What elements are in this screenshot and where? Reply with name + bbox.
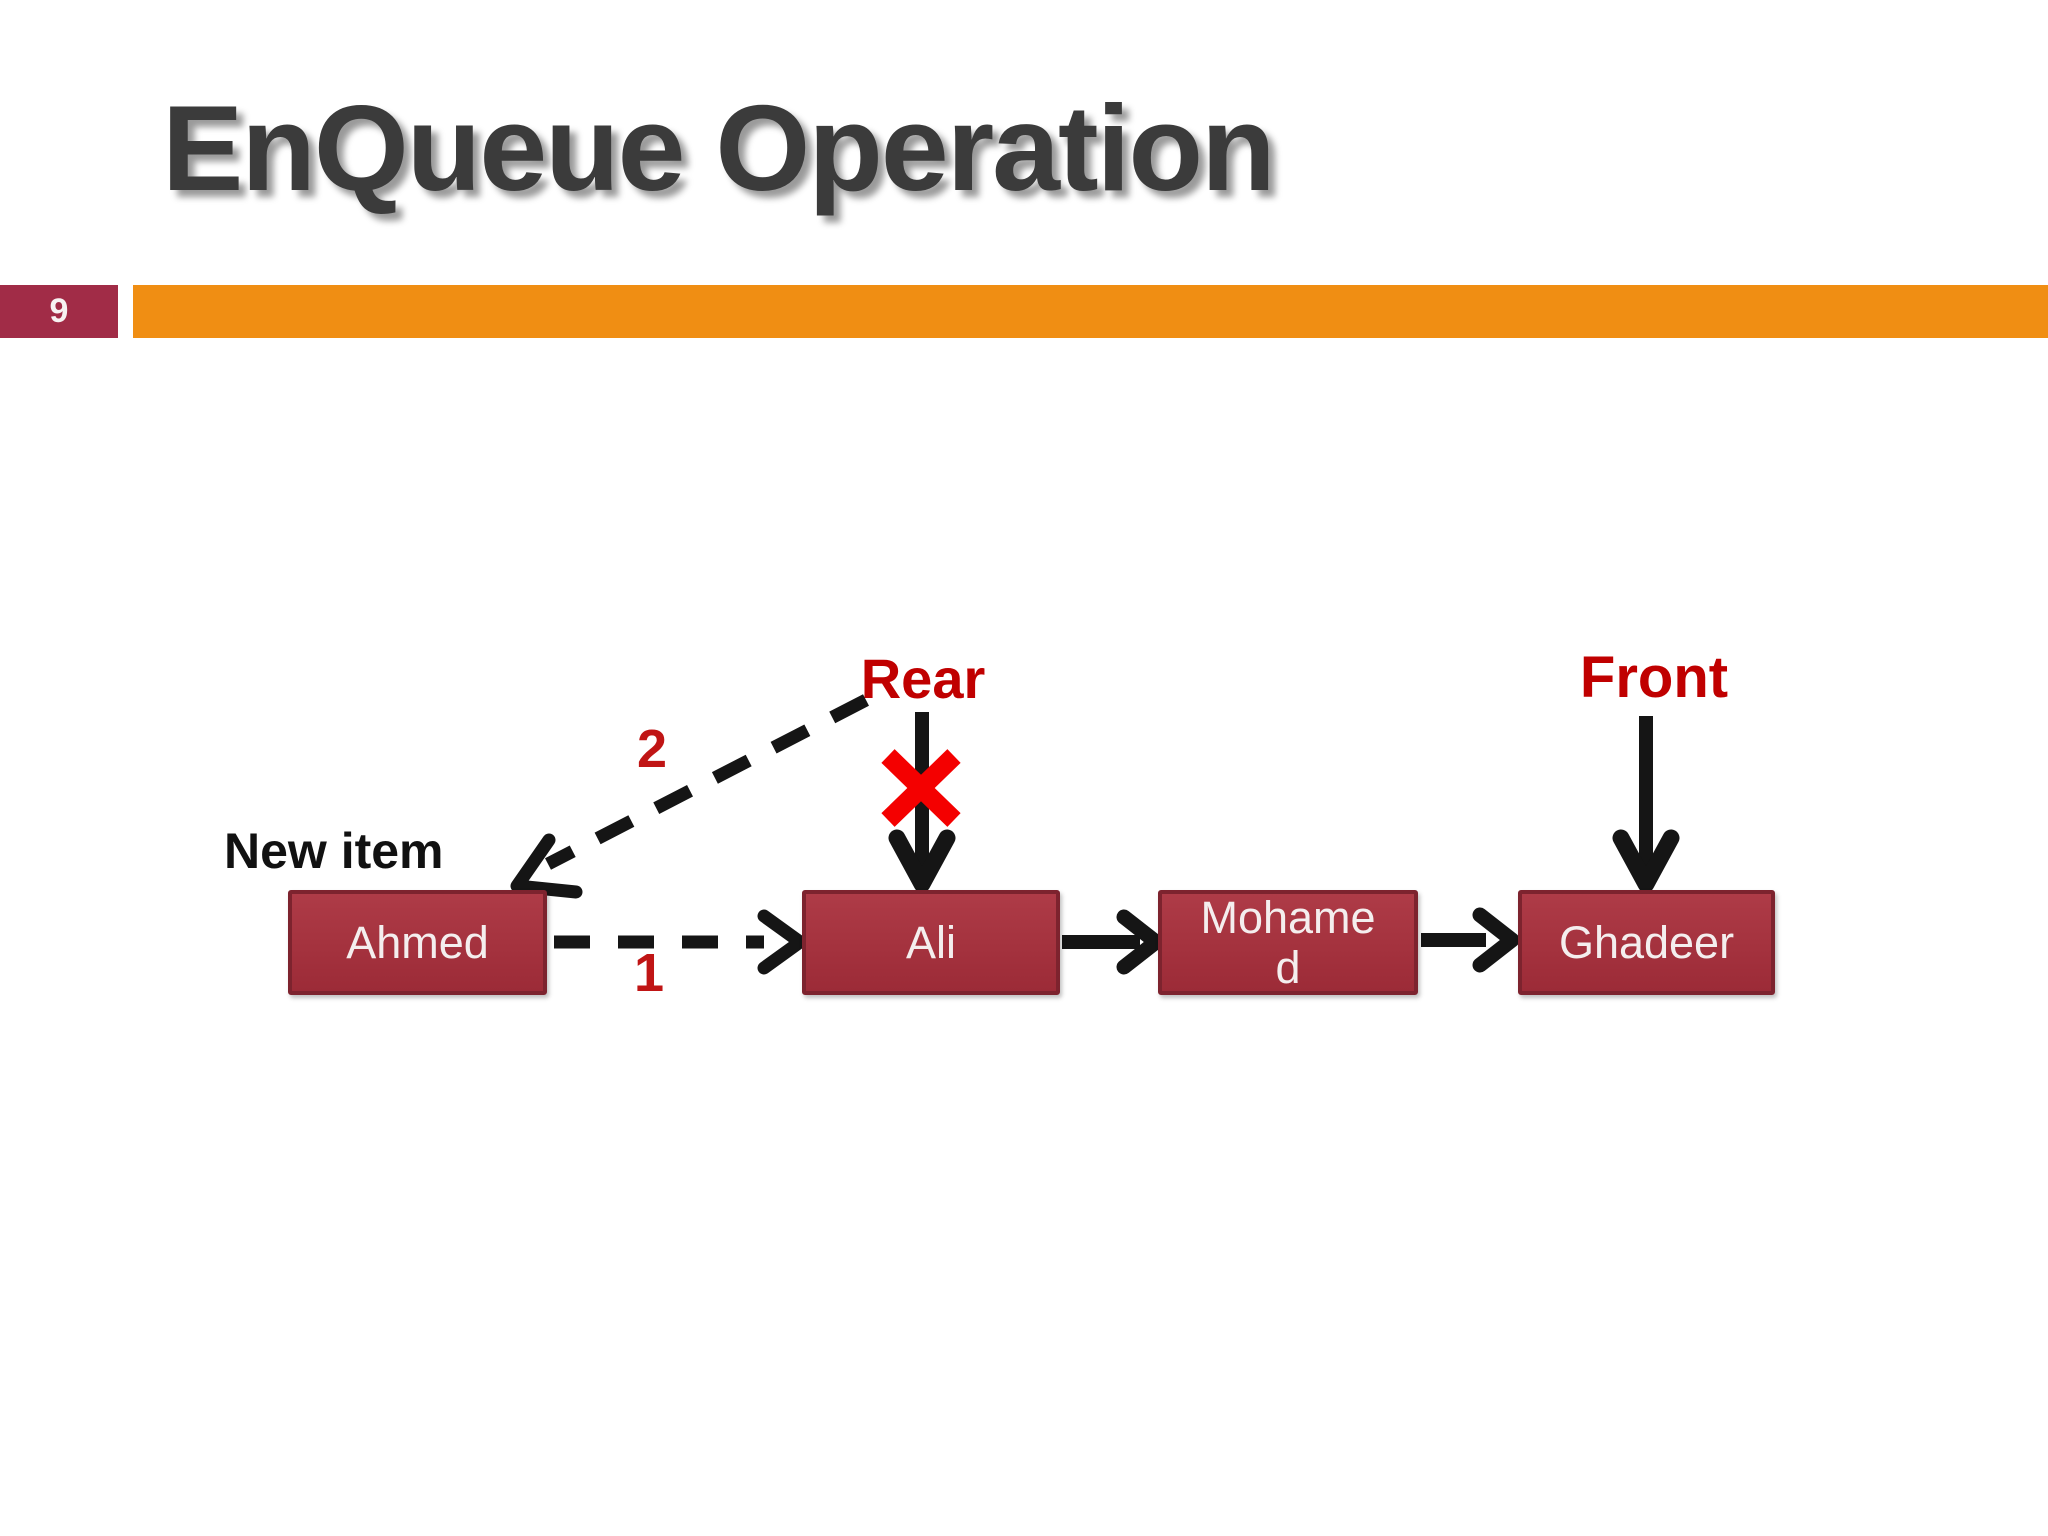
node-label: Ali (905, 916, 956, 968)
accent-bar (133, 285, 2048, 338)
step2-dashed-arrow (510, 694, 869, 899)
page-title: EnQueue Operation (162, 80, 1276, 216)
node-label-line2: d (1275, 941, 1301, 993)
step-2-number: 2 (636, 719, 668, 779)
step-1-number: 1 (633, 943, 665, 1003)
front-label: Front (1579, 645, 1729, 710)
link-arrow-mohamed-ghadeer (1421, 907, 1520, 973)
link-arrow-ali-mohamed (1062, 909, 1164, 975)
rear-label: Rear (860, 647, 986, 710)
node-label: Ghadeer (1558, 916, 1735, 968)
step1-dashed-arrow (554, 909, 807, 975)
front-pointer-arrow (1612, 716, 1680, 893)
queue-node-ahmed: Ahmed (288, 890, 547, 995)
new-item-label: New item (224, 823, 444, 879)
queue-node-ghadeer: Ghadeer (1518, 890, 1775, 995)
page-number: 9 (49, 292, 69, 330)
rear-pointer-arrow (888, 712, 956, 893)
queue-node-ali: Ali (802, 890, 1060, 995)
node-label-line1: Mohame (1200, 891, 1376, 943)
cross-icon (881, 749, 961, 827)
node-label: Ahmed (346, 916, 489, 968)
page-number-badge: 9 (0, 285, 118, 338)
queue-node-mohamed: Mohame d (1158, 890, 1418, 995)
